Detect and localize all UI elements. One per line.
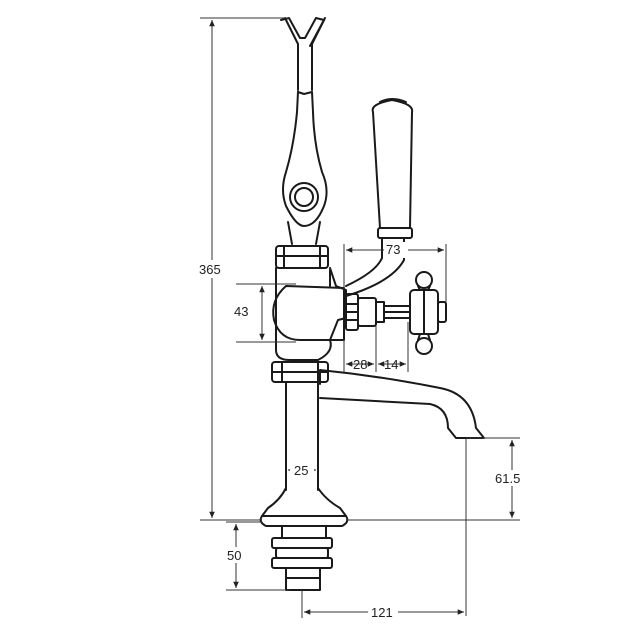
side-spindle [345, 293, 411, 331]
valve-body [272, 267, 347, 361]
spout [319, 369, 485, 439]
side-lever [345, 98, 414, 297]
label-body-height: 43 [234, 304, 248, 319]
label-spindle-length: 14 [384, 357, 398, 372]
label-shank-length: 50 [227, 548, 241, 563]
label-spindle-offset: 28 [353, 357, 367, 372]
lower-hex-nut [271, 361, 329, 383]
label-lever-reach: 73 [386, 242, 400, 257]
label-pillar-diameter: 25 [294, 463, 308, 478]
tap-outline [259, 17, 485, 591]
label-spout-height: 61.5 [495, 471, 520, 486]
label-spout-reach: 121 [371, 605, 393, 620]
crosshead-handle [409, 271, 447, 355]
upper-hex-nut [275, 245, 329, 269]
pillar [261, 381, 347, 517]
dimension-labels: 365 43 73 28 14 25 61.5 50 121 [197, 242, 527, 620]
lever-boss-ring [289, 182, 319, 212]
label-overall-height: 365 [199, 262, 221, 277]
base-shank [259, 515, 349, 591]
